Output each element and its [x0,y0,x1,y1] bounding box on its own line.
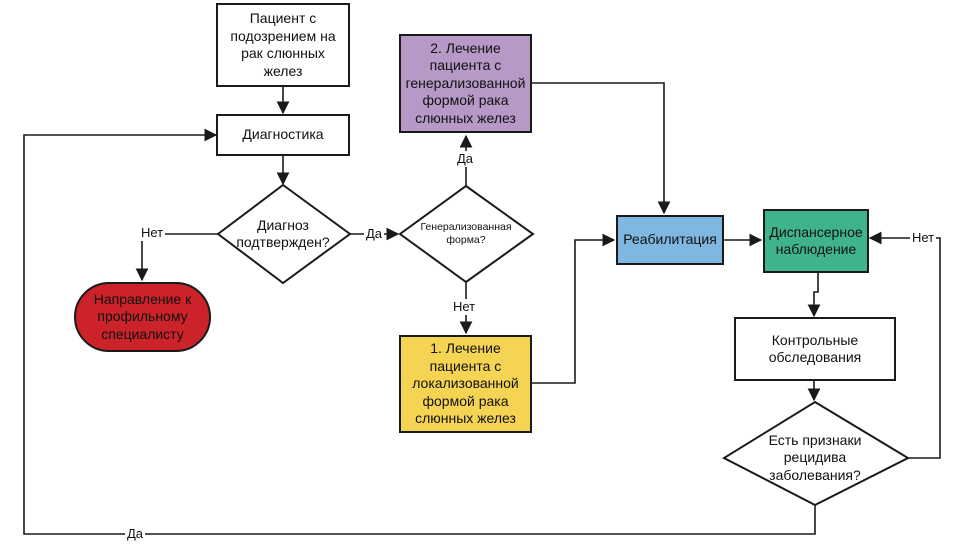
diamond-generalized-shape [398,184,535,284]
edge-treatment2-to-rehab [532,82,671,215]
edge-label-no-treatment1: Нет [451,299,478,315]
edge-yes-relapse [23,128,816,535]
edge-label-yes-generalized: Да [364,226,385,242]
edge-no-relapse [868,231,941,459]
edge-label-yes-relapse: Да [125,526,146,542]
node-dispensary: Диспансерное наблюдение [763,209,869,273]
node-diagnostics: Диагностика [216,114,350,156]
edge-treatment1-to-rehab [532,233,616,384]
diamond-diagnosis-confirmed-shape [216,183,352,285]
node-patient: Пациент с подозрением на рак слюнных жел… [216,3,350,87]
node-referral: Направление к профильному специалисту [74,282,211,352]
node-treatment-localized: 1. Лечение пациента с локализованной фор… [399,335,532,433]
node-rehabilitation: Реабилитация [616,215,724,265]
edge-label-no-relapse: Нет [910,230,937,246]
diamond-diagnosis-confirmed-label: Диагноз подтвержден? [236,216,330,251]
diamond-generalized-label: Генерализованная форма? [420,220,512,246]
node-control-exams: Контрольные обследования [734,317,896,381]
diamond-relapse-shape [721,400,911,507]
edge-label-yes-treatment2: Да [455,151,476,167]
node-treatment-generalized: 2. Лечение пациента с генерализованной ф… [399,34,532,133]
edge-label-no-referral: Нет [139,225,166,241]
diamond-relapse-label: Есть признаки рецидива заболевания? [768,431,862,483]
edge-dispensary-to-control [807,272,821,318]
